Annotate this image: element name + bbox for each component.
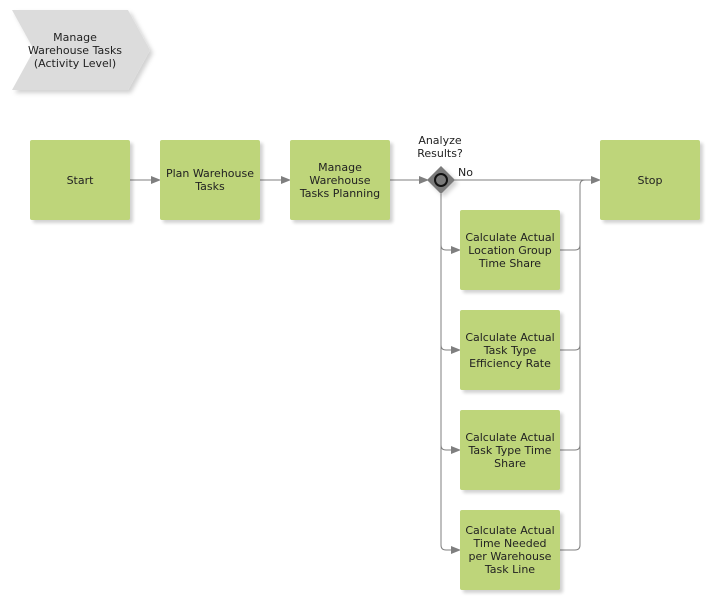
start-label: Start (66, 173, 94, 187)
edge-calc-location-merge (560, 244, 581, 251)
gateway-circle-icon (434, 173, 448, 187)
process-event-label: Manage Warehouse Tasks (Activity Level) (27, 30, 123, 70)
edge-gateway-branches (440, 194, 447, 551)
activity-label: Calculate Actual Time Needed per Warehou… (465, 524, 555, 576)
activity-manage-warehouse-tasks-planning[interactable]: Manage Warehouse Tasks Planning (290, 140, 390, 220)
process-event-shape[interactable] (12, 10, 150, 90)
edge-calc-efficiency-merge (560, 344, 581, 351)
activity-plan-warehouse-tasks[interactable]: Plan Warehouse Tasks (160, 140, 260, 220)
gateway-label: Analyze Results? (417, 134, 463, 160)
gateway-no-label: No (458, 166, 473, 179)
activity-label: Calculate Actual Location Group Time Sha… (465, 230, 555, 270)
edge-gateway-calc-tasktype (440, 444, 461, 454)
activity-calc-task-type-efficiency-rate[interactable]: Calculate Actual Task Type Efficiency Ra… (460, 310, 560, 390)
stop-event[interactable]: Stop (600, 140, 700, 220)
edge-calc-timeneeded-merge (560, 544, 581, 551)
activity-label: Plan Warehouse Tasks (165, 167, 255, 193)
start-event[interactable]: Start (30, 140, 130, 220)
edge-calc-tasktype-merge (560, 444, 581, 451)
activity-calc-task-type-time-share[interactable]: Calculate Actual Task Type Time Share (460, 410, 560, 490)
gateway-diamond[interactable] (427, 166, 455, 194)
activity-calc-time-needed-per-line[interactable]: Calculate Actual Time Needed per Warehou… (460, 510, 560, 590)
edge-gateway-calc-location (440, 244, 461, 254)
activity-label: Calculate Actual Task Type Time Share (465, 430, 555, 470)
activity-label: Calculate Actual Task Type Efficiency Ra… (465, 330, 555, 370)
stop-label: Stop (637, 173, 663, 187)
edge-gateway-calc-efficiency (440, 344, 461, 354)
activity-label: Manage Warehouse Tasks Planning (299, 160, 381, 200)
edge-merge-bar (579, 179, 586, 545)
activity-calc-location-group-time-share[interactable]: Calculate Actual Location Group Time Sha… (460, 210, 560, 290)
